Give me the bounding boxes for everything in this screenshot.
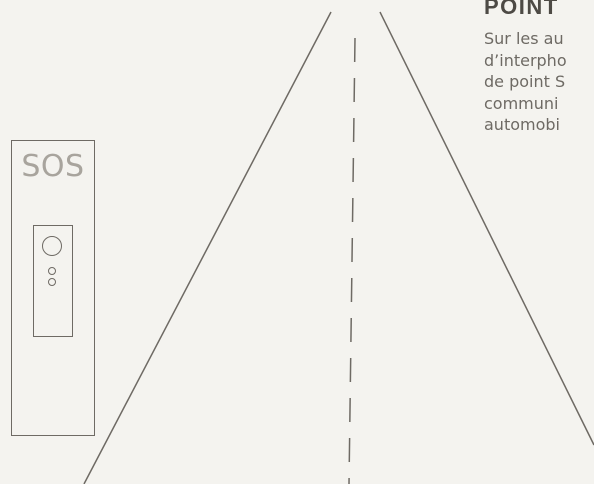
- road-center-dashed-line: [348, 37, 356, 484]
- body-line: Sur les au: [484, 29, 564, 48]
- body-line: communi: [484, 93, 559, 113]
- body-line: de point S: [484, 72, 566, 91]
- body-paragraph: Sur les au d’interpho de point S communi…: [484, 28, 594, 136]
- section-heading: POINT: [484, 0, 559, 19]
- body-line: d’interpho: [484, 50, 567, 70]
- intercom-panel: [33, 225, 73, 337]
- speaker-dot-icon: [48, 278, 56, 286]
- sos-label: SOS: [21, 149, 85, 184]
- speaker-dot-icon: [48, 267, 56, 275]
- body-line: automobi: [484, 115, 560, 134]
- call-button-icon: [42, 236, 62, 256]
- sos-emergency-post: SOS: [11, 140, 95, 436]
- road-right-edge: [379, 11, 594, 446]
- road-left-edge: [83, 11, 332, 484]
- info-text-block: POINT Sur les au d’interpho de point S c…: [484, 0, 594, 136]
